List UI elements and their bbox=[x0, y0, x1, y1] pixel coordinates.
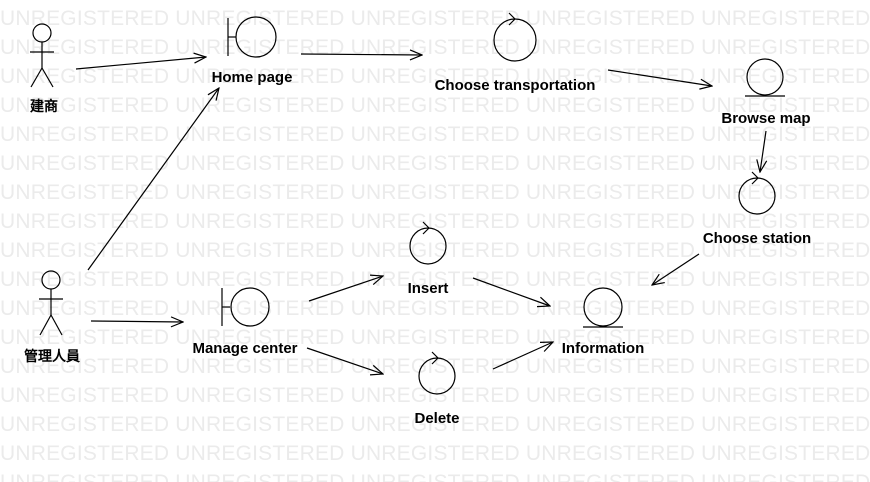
control-delete-label: Delete bbox=[414, 410, 459, 427]
edge-manage-center-to-delete bbox=[306, 347, 383, 374]
edge-choose-station-to-information bbox=[652, 253, 700, 285]
edge-insert-to-information bbox=[472, 277, 550, 306]
edge-admin-to-home-page bbox=[87, 88, 219, 271]
entity-icon bbox=[583, 287, 623, 328]
edges bbox=[75, 54, 766, 374]
actor-builder[interactable]: 建商 bbox=[30, 23, 58, 115]
entity-information[interactable]: Information bbox=[562, 287, 645, 357]
boundary-manage-center[interactable]: Manage center bbox=[192, 287, 298, 357]
control-delete[interactable]: Delete bbox=[414, 351, 460, 427]
actor-admin-label: 管理人員 bbox=[24, 348, 80, 365]
actor-builder-icon bbox=[30, 23, 54, 88]
edge-builder-to-home-page bbox=[75, 57, 206, 70]
boundary-icon bbox=[227, 16, 277, 58]
control-choose-transportation[interactable]: Choose transportation bbox=[435, 12, 596, 94]
actor-admin[interactable]: 管理人員 bbox=[24, 270, 80, 365]
control-icon bbox=[493, 12, 537, 62]
entity-browse-map[interactable]: Browse map bbox=[721, 58, 811, 127]
entity-icon bbox=[745, 58, 785, 97]
control-icon bbox=[738, 171, 776, 215]
edge-manage-center-to-insert bbox=[308, 276, 383, 302]
boundary-icon bbox=[221, 287, 270, 327]
edge-admin-to-manage-center bbox=[90, 321, 183, 322]
boundary-home-page-label: Home page bbox=[212, 69, 293, 86]
entity-information-label: Information bbox=[562, 340, 645, 357]
boundary-home-page[interactable]: Home page bbox=[212, 16, 293, 86]
actor-builder-label: 建商 bbox=[30, 98, 58, 115]
edge-browse-map-to-choose-station bbox=[760, 130, 766, 172]
edge-delete-to-information bbox=[492, 342, 553, 370]
control-choose-station[interactable]: Choose station bbox=[703, 171, 811, 247]
control-icon bbox=[409, 221, 447, 265]
edge-home-page-to-choose-transportation bbox=[300, 54, 422, 55]
control-choose-transportation-label: Choose transportation bbox=[435, 77, 596, 94]
entity-browse-map-label: Browse map bbox=[721, 110, 810, 127]
control-insert-label: Insert bbox=[408, 280, 449, 297]
actor-admin-icon bbox=[39, 270, 63, 336]
control-insert[interactable]: Insert bbox=[408, 221, 449, 297]
control-choose-station-label: Choose station bbox=[703, 230, 811, 247]
control-icon bbox=[418, 351, 456, 395]
boundary-manage-center-label: Manage center bbox=[192, 340, 297, 357]
edge-choose-transportation-to-browse-map bbox=[607, 69, 712, 86]
